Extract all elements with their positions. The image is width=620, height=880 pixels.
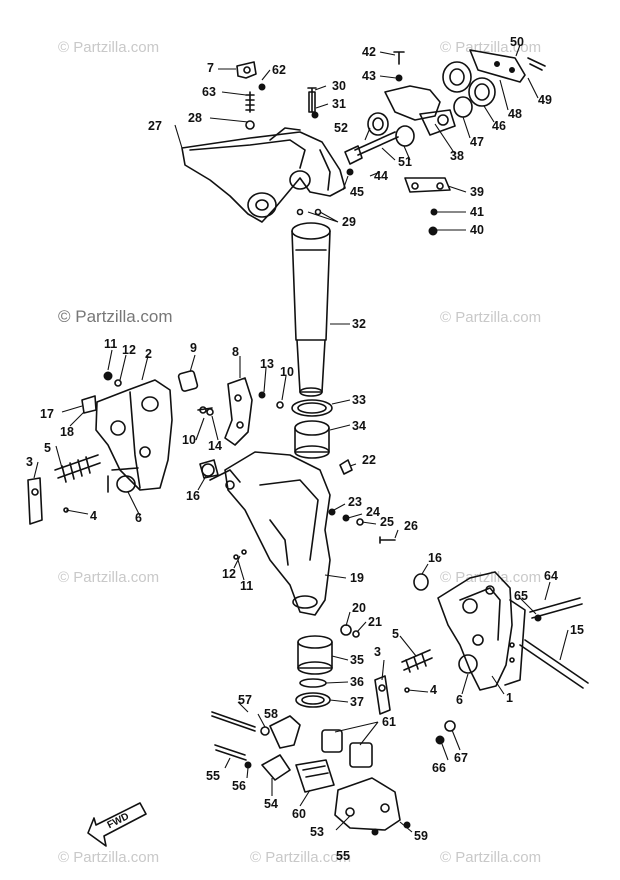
- callout-label: 8: [232, 345, 239, 359]
- callout-label: 6: [456, 693, 463, 707]
- callout-label: 37: [350, 695, 364, 709]
- swivel-bracket: [181, 127, 346, 223]
- callout-label: 44: [374, 169, 388, 183]
- callout-label: 1: [506, 691, 513, 705]
- callout-label: 40: [470, 223, 484, 237]
- watermarks: © Partzilla.com © Partzilla.com © Partzi…: [58, 39, 541, 866]
- top-hardware: [236, 61, 319, 130]
- watermark: © Partzilla.com: [440, 309, 541, 326]
- callout-label: 16: [186, 489, 200, 503]
- callout-label: 30: [332, 79, 346, 93]
- callout-label: 10: [182, 433, 196, 447]
- callout-label: 13: [260, 357, 274, 371]
- callout-label: 59: [414, 829, 428, 843]
- callout-label: 18: [60, 425, 74, 439]
- callout-label: 33: [352, 393, 366, 407]
- watermark: © Partzilla.com: [58, 39, 159, 56]
- watermark: © Partzilla.com: [440, 39, 541, 56]
- callout-label: 10: [280, 365, 294, 379]
- callout-label: 4: [430, 683, 437, 697]
- callout-label: 3: [374, 645, 381, 659]
- callout-label: 6: [135, 511, 142, 525]
- callout-label: 42: [362, 45, 376, 59]
- callout-label: 63: [202, 85, 216, 99]
- callout-label: 50: [510, 35, 524, 49]
- watermark: © Partzilla.com: [58, 307, 173, 326]
- callout-label: 28: [188, 111, 202, 125]
- callout-label: 5: [44, 441, 51, 455]
- callout-label: 9: [190, 341, 197, 355]
- callout-label: 11: [240, 579, 253, 593]
- callout-label: 49: [538, 93, 552, 107]
- callout-label: 2: [145, 347, 152, 361]
- callout-label: 25: [380, 515, 394, 529]
- callout-label: 39: [470, 185, 484, 199]
- callout-label: 65: [514, 589, 528, 603]
- tilt-lock-assembly: [344, 49, 546, 236]
- lower-mount-assembly: [211, 711, 411, 836]
- callout-label: 11: [104, 337, 117, 351]
- callout-label: 67: [454, 751, 468, 765]
- callout-label: 55: [206, 769, 220, 783]
- callout-label: 36: [350, 675, 364, 689]
- callout-label: 56: [232, 779, 246, 793]
- callout-label: 3: [26, 455, 33, 469]
- callout-label: 43: [362, 69, 376, 83]
- tilt-stop-assembly: [177, 370, 284, 479]
- callout-label: 23: [348, 495, 362, 509]
- callout-label: 46: [492, 119, 506, 133]
- callout-label: 20: [352, 601, 366, 615]
- callout-label: 53: [310, 825, 324, 839]
- callout-label: 57: [238, 693, 252, 707]
- callout-label: 64: [544, 569, 558, 583]
- callout-label: 31: [332, 97, 346, 111]
- callout-label: 48: [508, 107, 522, 121]
- callout-label: 29: [342, 215, 356, 229]
- callout-label: 22: [362, 453, 376, 467]
- callout-label: 34: [352, 419, 366, 433]
- watermark: © Partzilla.com: [250, 849, 351, 866]
- callout-label: 17: [40, 407, 54, 421]
- callout-label: 4: [90, 509, 97, 523]
- callout-label: 41: [470, 205, 484, 219]
- callout-label: 66: [432, 761, 446, 775]
- leader-lines: [33, 44, 569, 833]
- swivel-housing: [209, 451, 396, 616]
- callout-label: 24: [366, 505, 380, 519]
- callout-label: 12: [222, 567, 236, 581]
- watermark: © Partzilla.com: [440, 569, 541, 586]
- callout-label: 27: [148, 119, 162, 133]
- callout-label: 14: [208, 439, 222, 453]
- callout-label: 62: [272, 63, 286, 77]
- callout-label: 15: [570, 623, 584, 637]
- callout-label: 19: [350, 571, 364, 585]
- callout-label: 47: [470, 135, 484, 149]
- callout-label: 60: [292, 807, 306, 821]
- callout-label: 45: [350, 185, 364, 199]
- watermark: © Partzilla.com: [58, 569, 159, 586]
- callout-label: 12: [122, 343, 136, 357]
- callout-numbers: 7 62 63 27 28 30 31 42 43 52 51 45 44 38…: [26, 35, 584, 863]
- callout-label: 38: [450, 149, 464, 163]
- callout-label: 7: [207, 61, 214, 75]
- callout-label: 55: [336, 849, 350, 863]
- callout-label: 58: [264, 707, 278, 721]
- callout-label: 32: [352, 317, 366, 331]
- callout-label: 5: [392, 627, 399, 641]
- callout-label: 21: [368, 615, 382, 629]
- steering-shaft: [291, 208, 333, 459]
- clamp-bracket-right: [374, 571, 589, 745]
- watermark: © Partzilla.com: [440, 849, 541, 866]
- callout-label: 26: [404, 519, 418, 533]
- callout-label: 35: [350, 653, 364, 667]
- callout-label: 52: [334, 121, 348, 135]
- callout-label: 54: [264, 797, 278, 811]
- forward-direction-arrow: FWD: [87, 802, 147, 847]
- watermark: © Partzilla.com: [58, 849, 159, 866]
- callout-label: 16: [428, 551, 442, 565]
- callout-label: 51: [398, 155, 412, 169]
- callout-label: 61: [382, 715, 396, 729]
